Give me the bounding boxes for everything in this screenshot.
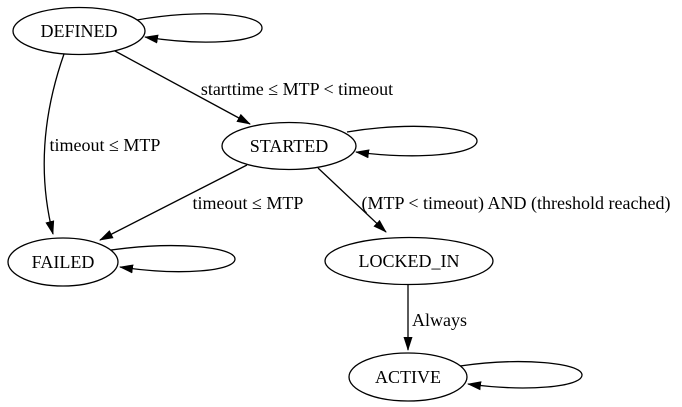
edge-started-lockedin <box>317 167 387 233</box>
node-label-started: STARTED <box>250 136 328 156</box>
self-loop-active <box>459 361 583 391</box>
node-label-defined: DEFINED <box>41 21 118 41</box>
node-active: ACTIVE <box>348 352 468 402</box>
edge-defined-started <box>114 50 251 125</box>
node-label-failed: FAILED <box>32 252 95 272</box>
node-defined: DEFINED <box>12 6 146 56</box>
edge-label-defined-started: starttime ≤ MTP < timeout <box>201 79 393 99</box>
self-loop-started <box>346 125 478 159</box>
edge-label-lockedin-active: Always <box>412 310 467 330</box>
edge-label-defined-failed: timeout ≤ MTP <box>50 135 161 155</box>
node-ellipse-failed <box>7 237 119 287</box>
node-label-locked-in: LOCKED_IN <box>359 251 460 271</box>
node-ellipse-locked-in <box>324 236 494 286</box>
node-ellipse-started <box>221 121 357 171</box>
self-loop-failed <box>110 245 236 274</box>
node-failed: FAILED <box>7 237 119 287</box>
node-locked-in: LOCKED_IN <box>324 236 494 286</box>
edge-defined-failed <box>43 53 65 235</box>
self-loop-defined <box>136 13 263 44</box>
node-started: STARTED <box>221 121 357 171</box>
edge-started-failed <box>99 164 248 241</box>
node-ellipse-active <box>348 352 468 402</box>
edge-label-started-failed: timeout ≤ MTP <box>193 193 304 213</box>
edge-label-started-lockedin: (MTP < timeout) AND (threshold reached) <box>362 193 671 214</box>
node-ellipse-defined <box>12 6 146 56</box>
node-label-active: ACTIVE <box>375 367 441 387</box>
